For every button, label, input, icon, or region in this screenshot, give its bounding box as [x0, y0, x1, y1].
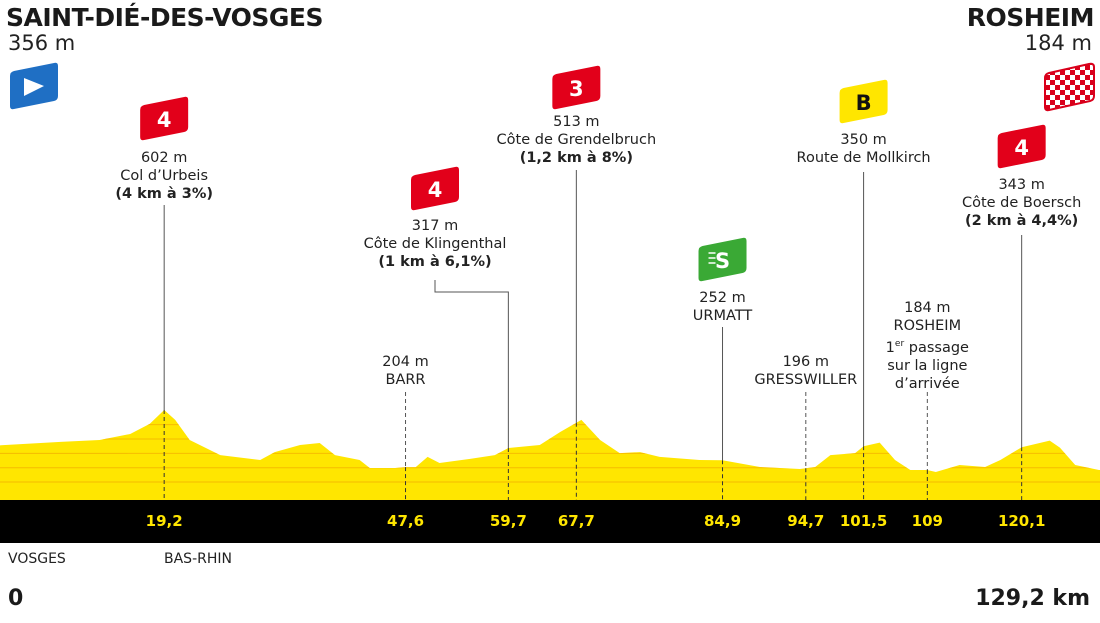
marker-climb-detail: (1,2 km à 8%) [519, 150, 633, 166]
marker-altitude: 602 m [140, 150, 188, 166]
km-tick-label: 67,7 [558, 512, 595, 530]
km-tick-label: 120,1 [998, 512, 1045, 530]
marker-altitude: 204 m [382, 354, 429, 370]
sprint-badge-icon [698, 237, 747, 282]
start-town: SAINT-DIÉ-DES-VOSGES [6, 3, 324, 32]
climb-badge-icon [140, 96, 189, 141]
marker-altitude: 513 m [553, 114, 600, 130]
finish-flag-icon [1044, 62, 1095, 112]
marker-label: 252 m URMATT [693, 289, 752, 325]
marker-climb-detail: (2 km à 4,4%) [965, 213, 1079, 229]
km-tick-label: 101,5 [840, 512, 887, 530]
km-tick-label: 94,7 [787, 512, 824, 530]
marker-label: 343 m Côte de Boersch (2 km à 4,4%) [962, 176, 1081, 230]
km-tick-label: 109 [912, 512, 943, 530]
elevation-area [0, 410, 1100, 500]
climb-badge-icon [552, 65, 601, 110]
marker-name: Côte de Grendelbruch [496, 132, 657, 148]
marker-note: sur la ligne [887, 357, 968, 374]
distance-start: 0 [8, 586, 24, 611]
marker-label: 602 m Col d’Urbeis (4 km à 3%) [115, 149, 213, 203]
climb-badge-icon [997, 124, 1046, 169]
marker-altitude: 196 m [782, 354, 830, 370]
marker-altitude: 350 m [840, 132, 887, 148]
bonus-badge-label: B [856, 91, 872, 115]
marker-label: 513 m Côte de Grendelbruch (1,2 km à 8%) [497, 113, 657, 167]
climb-badge-label: 4 [428, 178, 443, 202]
marker-name: Côte de Boersch [961, 195, 1082, 211]
climb-badge-label: 4 [157, 108, 172, 132]
marker-label: 196 m GRESSWILLER [754, 353, 857, 389]
km-tick-label: 84,9 [704, 512, 741, 530]
km-band [0, 500, 1100, 543]
marker-name: GRESSWILLER [754, 372, 858, 388]
marker-leader-line [434, 280, 509, 449]
marker-note: 1er passage [885, 339, 969, 356]
marker-altitude: 184 m [904, 300, 951, 316]
km-tick-label: 19,2 [146, 512, 183, 530]
km-tick-label: 59,7 [490, 512, 527, 530]
marker-climb-detail: (1 km à 6,1%) [378, 254, 492, 270]
start-altitude: 356 m [8, 31, 76, 55]
climb-badge-icon [411, 166, 459, 211]
marker-name: BARR [385, 372, 426, 388]
climb-badge-label: 3 [569, 77, 584, 101]
marker-label: 317 m Côte de Klingenthal (1 km à 6,1%) [364, 217, 507, 271]
marker-altitude: 317 m [411, 218, 459, 234]
marker-altitude: 343 m [998, 177, 1045, 193]
marker-label: 350 m Route de Mollkirch [797, 131, 931, 167]
start-arrow-icon [24, 78, 44, 96]
marker-name: URMATT [692, 308, 753, 324]
marker-name: Route de Mollkirch [796, 150, 931, 166]
marker-name: ROSHEIM [893, 318, 962, 334]
sprint-badge-label: S [715, 249, 730, 273]
climb-badge-label: 4 [1014, 136, 1029, 160]
marker-label: 204 m BARR [382, 353, 428, 389]
marker-name: Col d’Urbeis [120, 168, 209, 184]
department-vosges: VOSGES [8, 551, 66, 567]
km-tick-label: 47,6 [387, 512, 424, 530]
marker-note: d’arrivée [894, 375, 960, 392]
bonus-badge-icon [839, 79, 888, 124]
marker-altitude: 252 m [699, 290, 746, 306]
department-bas-rhin: BAS-RHIN [164, 551, 232, 567]
marker-climb-detail: (4 km à 3%) [115, 186, 213, 202]
marker-name: Côte de Klingenthal [363, 236, 507, 252]
finish-altitude: 184 m [1024, 31, 1092, 55]
distance-end: 129,2 km [975, 586, 1090, 611]
finish-town: ROSHEIM [966, 3, 1095, 32]
